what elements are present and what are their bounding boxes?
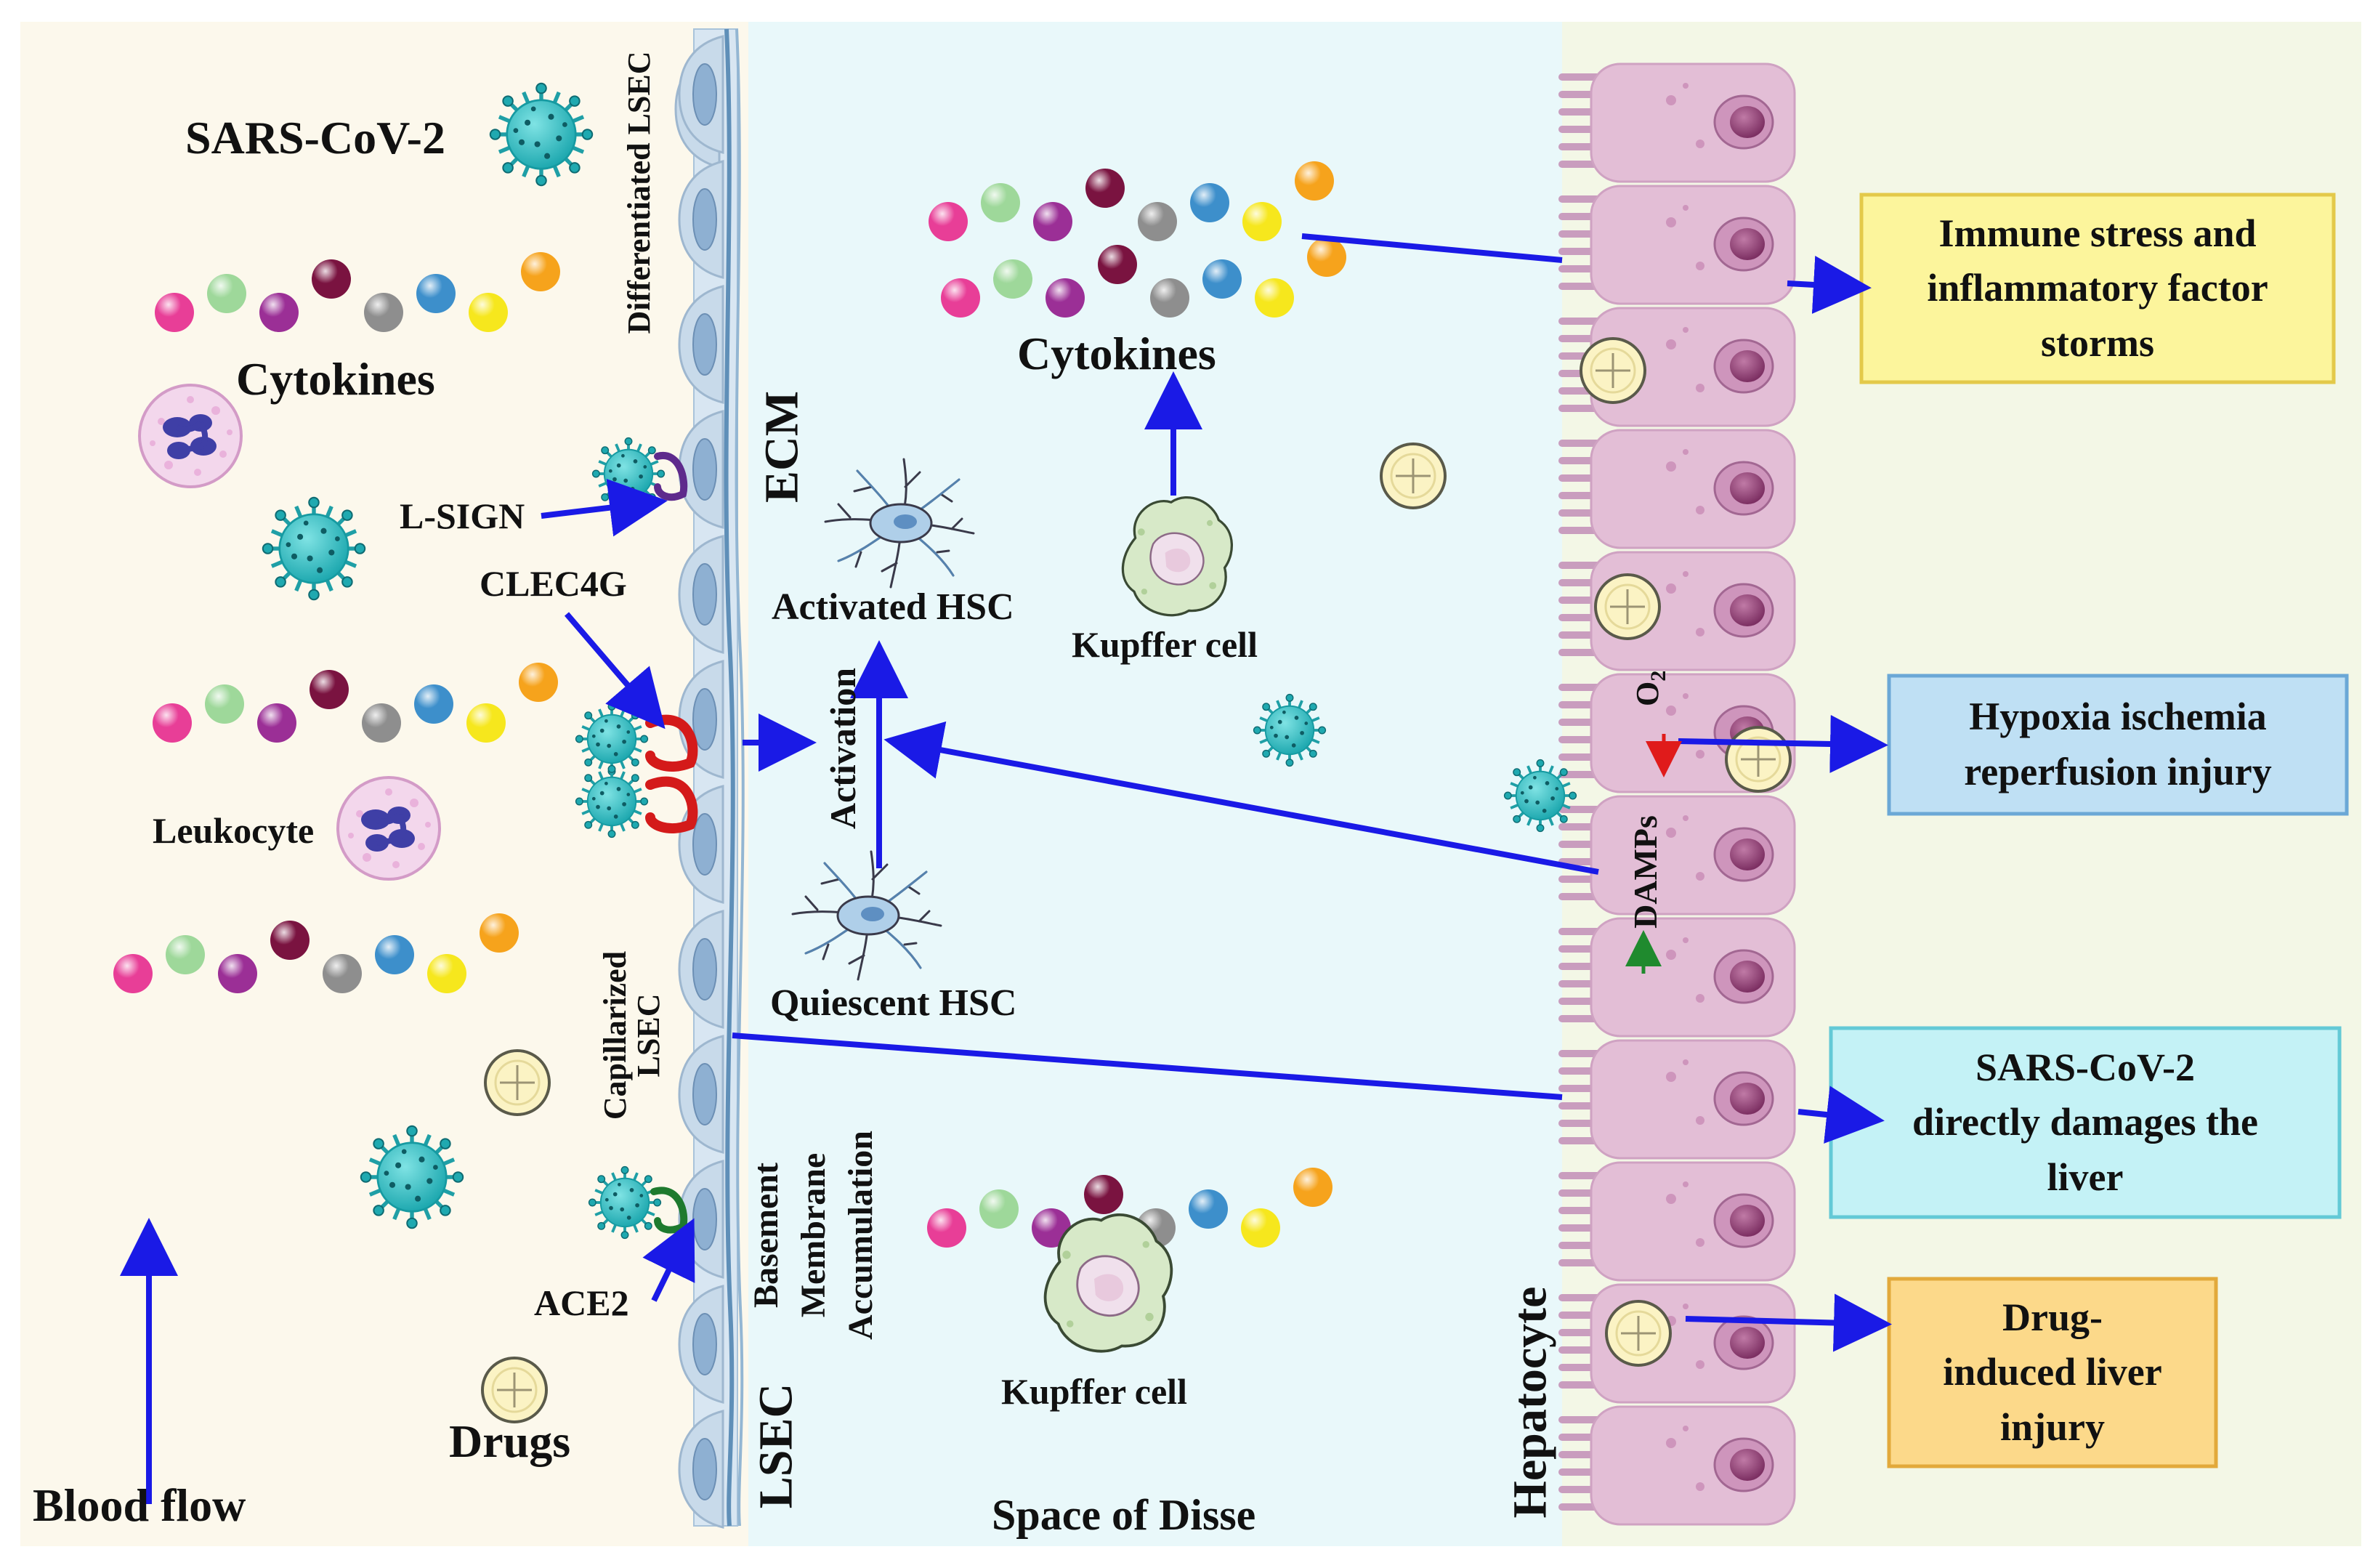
hepatocyte-cell (1558, 1161, 1796, 1282)
quiescent-hsc-label: Quiescent HSC (770, 982, 1017, 1024)
o2-label: O2 (1630, 670, 1670, 706)
hepatocyte-cell (1558, 917, 1796, 1038)
leukocyte-label: Leukocyte (153, 810, 315, 851)
hepatocyte-cell (1558, 1283, 1796, 1404)
cytokine-cluster-left-3 (113, 913, 519, 993)
hepatocyte-cell (1558, 795, 1796, 916)
differentiated-lsec-label: Differentiated LSEC (620, 51, 657, 334)
activation-label: Activation (822, 667, 863, 830)
kupffer-bottom-label: Kupffer cell (1001, 1371, 1187, 1412)
basement-membrane-label: Basement Membrane Accumulation (746, 1131, 880, 1340)
outcome-box-3 (1829, 1026, 2342, 1219)
outcome-text-4: Drug- induced liver injury (1943, 1295, 2162, 1449)
sars-cov-2-label: SARS-CoV-2 (185, 112, 445, 163)
outcome-text-2: Hypoxia ischemia reperfusion injury (1964, 695, 2272, 793)
outcome-box-1 (1859, 193, 2336, 384)
hepatocyte-cell (1558, 673, 1796, 793)
space-of-disse-label: Space of Disse (992, 1491, 1256, 1539)
ecm-label: ECM (755, 391, 809, 503)
capillarized-lsec-label: Capillarized LSEC (596, 950, 666, 1120)
hepatocyte-label: Hepatocyte (1503, 1286, 1557, 1519)
hepatocyte-cell (1558, 1405, 1796, 1526)
activated-hsc-label: Activated HSC (772, 586, 1014, 628)
cytokine-cluster-center-top-1 (929, 161, 1334, 241)
cytokine-cluster-center-top-2 (941, 238, 1346, 318)
hepatocyte-cell (1558, 62, 1796, 183)
outcome-text-3: SARS-CoV-2 directly damages the liver (1912, 1045, 2258, 1199)
lsec-membrane-column (693, 28, 745, 1527)
ace2-label: ACE2 (534, 1282, 629, 1323)
cytokine-clusters (113, 161, 1346, 1248)
clec4g-label: CLEC4G (480, 563, 627, 604)
hepatocyte-cell (1558, 185, 1796, 305)
drugs-label: Drugs (449, 1415, 571, 1467)
hepatocyte-stack (1558, 62, 1796, 1526)
outcome-boxes (1829, 193, 2349, 1468)
blood-flow-label: Blood flow (33, 1479, 246, 1531)
kupffer-top-label: Kupffer cell (1072, 624, 1258, 665)
hepatocyte-cell (1558, 1039, 1796, 1160)
hepatocyte-cell (1558, 429, 1796, 549)
damps-label: DAMPs (1626, 815, 1664, 929)
cytokines-left-label: Cytokines (236, 353, 435, 405)
outcome-box-2 (1887, 674, 2349, 816)
outcome-box-4 (1887, 1277, 2218, 1468)
l-sign-label: L-SIGN (400, 496, 525, 536)
arrows (120, 233, 1892, 1504)
cytokine-cluster-left-1 (155, 252, 560, 332)
o2-symbol: O (1630, 681, 1665, 706)
lsec-label: LSEC (749, 1383, 803, 1509)
outcome-text-1: Immune stress and inflammatory factor st… (1927, 211, 2268, 365)
cytokines-center-label: Cytokines (1017, 328, 1216, 379)
cytokine-cluster-left-2 (153, 663, 558, 743)
